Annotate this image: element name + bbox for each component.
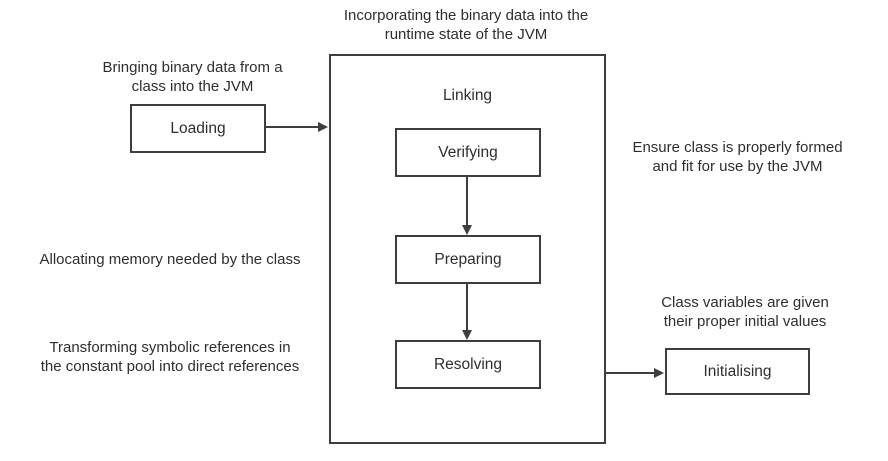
- initialising-node-label: Initialising: [703, 362, 772, 380]
- initialising-node: Initialising: [665, 348, 810, 395]
- preparing-annotation: Allocating memory needed by the class: [39, 251, 301, 268]
- preparing-node: Preparing: [395, 235, 541, 284]
- resolving-node-label: Resolving: [433, 355, 503, 373]
- loading-node: Loading: [130, 104, 266, 153]
- loading-annotation: Bringing binary data from a class into t…: [102, 59, 283, 96]
- linking-title: Linking: [442, 87, 493, 104]
- resolving-annotation: Transforming symbolic references in the …: [40, 339, 300, 376]
- linking-annotation: Incorporating the binary data into the r…: [343, 7, 589, 44]
- initialising-annotation: Class variables are given their proper i…: [661, 294, 829, 331]
- arrow-loading-to-linking: [266, 122, 328, 132]
- arrow-head-right-icon: [318, 122, 328, 132]
- arrow-head-down-icon: [462, 225, 472, 235]
- arrow-shaft: [466, 284, 468, 330]
- arrow-shaft: [466, 177, 468, 225]
- arrow-shaft: [266, 126, 318, 128]
- arrow-head-right-icon: [654, 368, 664, 378]
- arrow-preparing-to-resolving: [462, 284, 472, 340]
- preparing-node-label: Preparing: [434, 250, 502, 268]
- verifying-annotation: Ensure class is properly formed and fit …: [632, 139, 843, 176]
- arrow-verifying-to-preparing: [462, 177, 472, 235]
- verifying-node-label: Verifying: [438, 143, 498, 161]
- arrow-shaft: [606, 372, 654, 374]
- resolving-node: Resolving: [395, 340, 541, 389]
- loading-node-label: Loading: [170, 119, 226, 137]
- verifying-node: Verifying: [395, 128, 541, 177]
- arrow-head-down-icon: [462, 330, 472, 340]
- arrow-linking-to-initialising: [606, 368, 664, 378]
